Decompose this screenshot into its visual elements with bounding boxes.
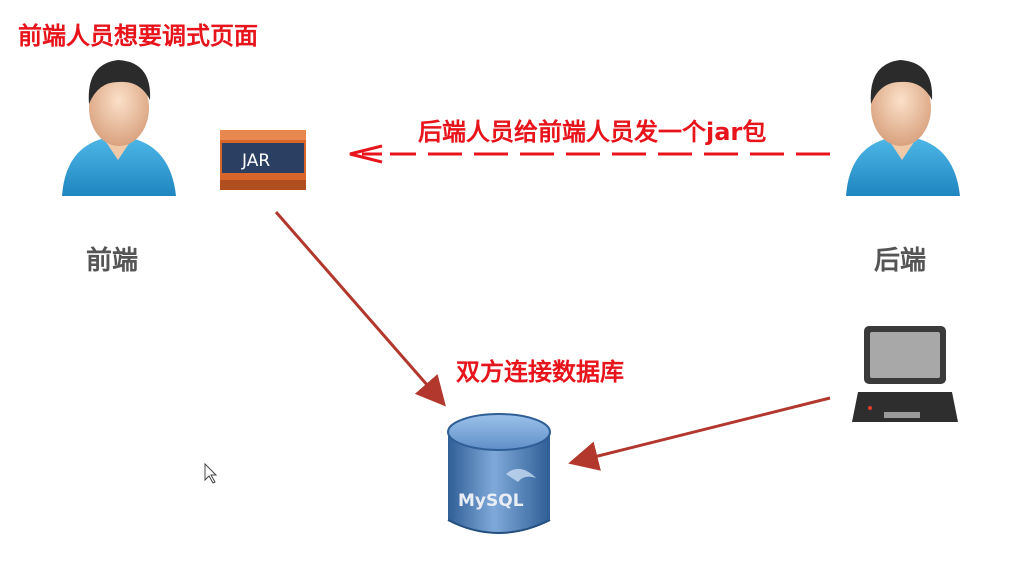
mysql-icon-label: MySQL: [458, 491, 524, 511]
backend-person-icon: [846, 60, 960, 196]
backend-db-arrow: [568, 396, 831, 471]
backend-label: 后端: [874, 246, 927, 276]
jar-message: 后端人员给前端人员发一个jar包: [418, 118, 767, 146]
jar-transfer-arrow: [349, 144, 830, 164]
frontend-person-icon: [62, 60, 176, 196]
frontend-db-arrow: [274, 211, 446, 407]
jar-icon: JAR: [220, 130, 306, 190]
jar-icon-label: JAR: [241, 151, 270, 171]
mysql-database-icon: MySQL: [447, 413, 551, 534]
laptop-icon: [852, 326, 958, 422]
frontend-label: 前端: [86, 246, 139, 276]
mouse-cursor-icon: [204, 462, 218, 484]
db-message: 双方连接数据库: [456, 358, 624, 386]
page-title: 前端人员想要调式页面: [18, 22, 258, 50]
